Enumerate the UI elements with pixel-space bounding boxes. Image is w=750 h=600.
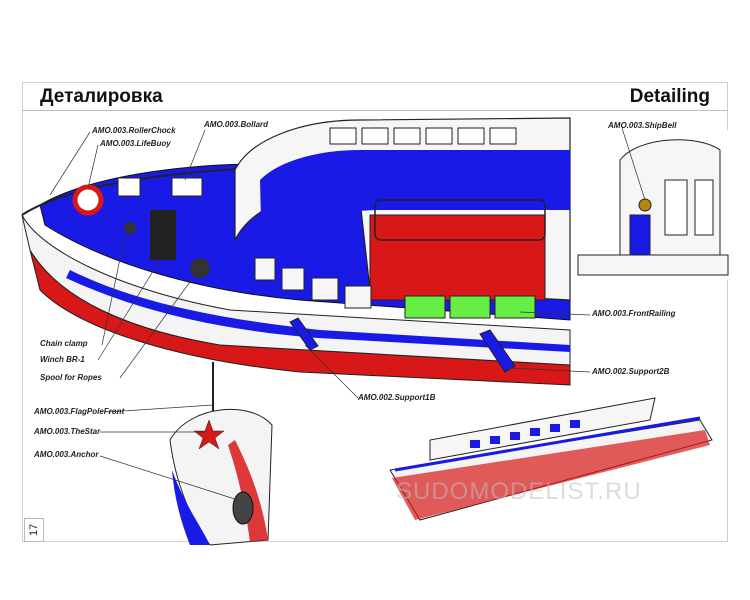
label-life-buoy: AMO.003.LifeBuoy xyxy=(100,139,171,148)
ship-bell-inset xyxy=(577,130,729,280)
label-spool: Spool for Ropes xyxy=(40,373,102,382)
label-bollard: AMO.003.Bollard xyxy=(204,120,269,129)
superstructure-blue-inner xyxy=(260,150,570,260)
winch xyxy=(150,210,176,260)
bollard xyxy=(171,177,203,197)
life-buoy xyxy=(72,184,104,216)
label-roller-chock: AMO.003.RollerChock xyxy=(92,126,176,135)
bulwark-rim xyxy=(21,167,261,216)
title-divider xyxy=(22,110,728,111)
label-star: AMO.003.TheStar xyxy=(34,427,101,436)
star-emblem xyxy=(193,419,225,450)
bow-hull-white xyxy=(21,214,571,366)
label-flagpole: AMO.003.FlagPoleFront xyxy=(34,407,125,416)
anchor xyxy=(232,491,254,525)
green-windows xyxy=(404,295,536,319)
page-number: 17 xyxy=(24,518,44,542)
chain-clamp xyxy=(124,222,136,234)
page-frame xyxy=(22,82,728,542)
support-2b xyxy=(479,329,516,373)
label-front-railing: AMO.003.FrontRailing xyxy=(592,309,676,318)
label-support-1b: AMO.002.Support1B xyxy=(358,393,436,402)
watermark: SUDOMODELIST.RU xyxy=(396,478,642,505)
label-winch: Winch BR-1 xyxy=(40,355,85,364)
page-title-en: Detailing xyxy=(629,86,710,107)
bow-inset xyxy=(169,362,273,546)
ship-bell xyxy=(638,198,652,212)
label-anchor: AMO.003.Anchor xyxy=(34,450,99,459)
hull-blue-stripe xyxy=(66,270,570,352)
upper-windows xyxy=(329,127,517,145)
full-ship-view xyxy=(389,397,713,521)
spool xyxy=(190,258,210,278)
label-ship-bell: AMO.003.ShipBell xyxy=(608,121,677,130)
railing-windows xyxy=(254,257,372,309)
roller-chock xyxy=(117,177,141,197)
label-support-2b: AMO.002.Support2B xyxy=(592,367,670,376)
cabin-red-interior xyxy=(369,214,546,301)
support-1b xyxy=(289,317,319,351)
cabin-door-frame xyxy=(374,199,546,241)
page-title-ru: Деталировка xyxy=(40,86,163,107)
label-chain-clamp: Chain clamp xyxy=(40,339,88,348)
